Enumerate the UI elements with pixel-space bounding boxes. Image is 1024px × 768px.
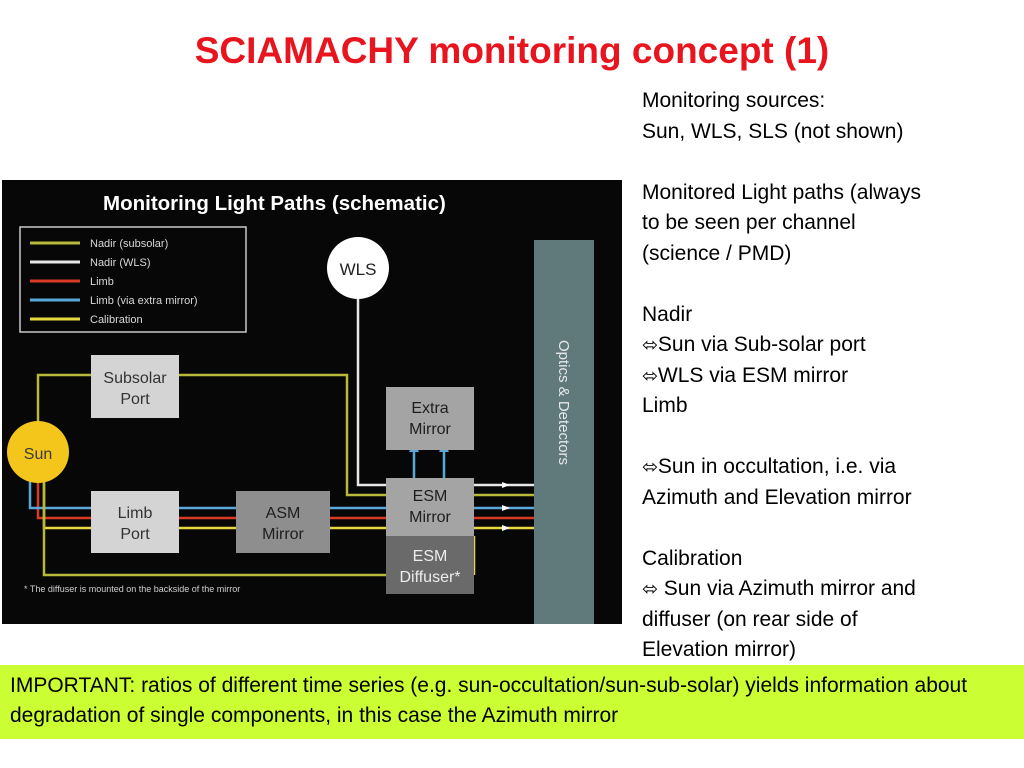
text-line: ⬄Sun in occultation, i.e. via (642, 452, 1020, 483)
optics-detectors-label: Optics & Detectors (555, 340, 572, 465)
text-line: ⬄ Sun via Azimuth mirror and (642, 574, 1020, 605)
text-line: Sun, WLS, SLS (not shown) (642, 119, 904, 143)
text-line: Limb (642, 394, 688, 417)
legend-box (19, 226, 247, 333)
legend-label: Nadir (WLS) (90, 257, 151, 269)
esm-mirror-box (386, 478, 474, 536)
legend-label: Limb (90, 276, 114, 288)
legend-label: Nadir (subsolar) (90, 238, 168, 250)
wls-source-icon (327, 237, 389, 299)
side-text: Monitoring sources: Sun, WLS, SLS (not s… (642, 86, 1020, 666)
double-arrow-icon: ⬄ (642, 578, 658, 600)
esm-mirror-label: Mirror (409, 509, 451, 526)
limb-port-label: Limb (118, 505, 153, 522)
legend-label: Limb (via extra mirror) (90, 295, 198, 307)
spacer (642, 513, 1020, 544)
text-line: diffuser (on rear side of (642, 607, 858, 631)
text-line: ⬄Sun via Sub-solar port (642, 330, 1020, 361)
double-arrow-icon: ⬄ (642, 334, 658, 356)
subsolar-port-label: Subsolar (103, 370, 167, 387)
text-line: Elevation mirror) (642, 638, 797, 661)
subsolar-port-box (91, 355, 179, 418)
text-fragment: WLS via ESM mirror (657, 363, 849, 387)
spacer (642, 422, 1020, 453)
limb-port-box (91, 491, 179, 553)
sun-icon (7, 421, 69, 483)
extra-mirror-label: Extra (411, 400, 448, 417)
asm-mirror-box (236, 491, 330, 553)
esm-diffuser-label: ESM (413, 548, 448, 565)
text-fragment: Sun in occultation, i.e. via (657, 455, 897, 478)
wls-label: WLS (340, 260, 377, 279)
legend: Nadir (subsolar) Nadir (WLS) Limb Limb (… (30, 238, 198, 326)
slide-title: SCIAMACHY monitoring concept (1) (194, 30, 830, 71)
double-arrow-icon: ⬄ (642, 364, 658, 387)
optics-detectors-bar (534, 240, 594, 624)
text-line: Azimuth and Elevation mirror (642, 485, 912, 509)
esm-mirror-label: ESM (413, 488, 448, 505)
legend-label: Calibration (90, 314, 143, 326)
path-nadir-wls (356, 298, 534, 487)
text-fragment: Sun via Sub-solar port (657, 333, 866, 356)
sun-label: Sun (24, 446, 52, 463)
important-note: IMPORTANT: ratios of different time seri… (0, 665, 1024, 739)
text-line: Monitoring sources: (642, 89, 826, 112)
spacer (642, 269, 1020, 300)
diagram-footnote: * The diffuser is mounted on the backsid… (24, 584, 240, 594)
text-line: Nadir (642, 302, 693, 326)
text-line: (science / PMD) (642, 241, 792, 265)
text-fragment: Sun via Azimuth mirror and (657, 577, 916, 600)
asm-mirror-label: Mirror (262, 526, 304, 543)
extra-mirror-box (386, 387, 474, 450)
double-arrow-icon: ⬄ (642, 456, 658, 478)
light-paths-diagram: Monitoring Light Paths (schematic) Nadir… (2, 180, 622, 624)
extra-mirror-label: Mirror (409, 421, 451, 438)
diagram-heading: Monitoring Light Paths (schematic) (103, 192, 446, 215)
arrow-right-icon (502, 482, 510, 488)
text-line: to be seen per channel (642, 211, 856, 234)
diagram-svg: Monitoring Light Paths (schematic) Nadir… (7, 192, 594, 624)
path-nadir-lower (42, 460, 387, 577)
asm-mirror-label: ASM (266, 505, 301, 522)
text-line: ⬄WLS via ESM mirror (642, 361, 1020, 392)
subsolar-port-label: Port (120, 391, 150, 408)
text-line: Calibration (642, 546, 743, 570)
esm-diffuser-label: Diffuser* (399, 569, 460, 586)
text-line: Monitored Light paths (always (642, 180, 921, 204)
limb-port-label: Port (120, 526, 150, 543)
esm-diffuser-box (386, 536, 474, 594)
spacer (642, 147, 1020, 178)
arrow-right-icon (502, 505, 510, 511)
arrow-right-icon (502, 525, 510, 531)
